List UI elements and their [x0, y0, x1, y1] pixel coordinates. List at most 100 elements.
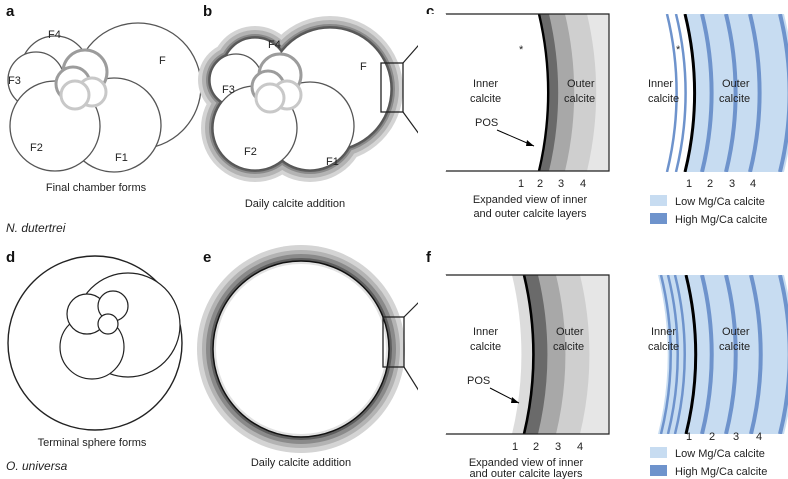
- tick-labels: 1 2 3 4: [686, 431, 762, 443]
- panel-b-letter: b: [203, 3, 212, 20]
- outer-calcite-label-2: calcite: [719, 93, 750, 105]
- legend-swatch-high: [650, 465, 667, 476]
- svg-text:1: 1: [512, 441, 518, 453]
- zoom-box: [382, 316, 405, 368]
- outer-calcite-label-2: calcite: [553, 341, 584, 353]
- panel-a-test-shell: [7, 22, 202, 173]
- inner-region: [418, 14, 549, 171]
- tick-labels: 1 2 3 4: [686, 178, 756, 190]
- svg-text:3: 3: [558, 178, 564, 190]
- panel-c-caption-2: and outer calcite layers: [473, 208, 587, 220]
- pos-line: [684, 275, 698, 434]
- zoom-box: [380, 62, 404, 113]
- label-f2: F2: [30, 142, 43, 154]
- tick-labels: 1 2 3 4: [518, 178, 586, 190]
- label-f3: F3: [222, 84, 235, 96]
- panel-d-caption: Terminal sphere forms: [38, 437, 147, 449]
- inner-calcite-label-2: calcite: [648, 93, 679, 105]
- species-label-top: N. dutertrei: [6, 221, 66, 235]
- panel-c-right: * Inner calcite Outer calcite 1 2 3 4 Lo…: [648, 14, 788, 226]
- label-f4: F4: [268, 39, 281, 51]
- low-mgca-region: [658, 275, 788, 434]
- outer-calcite-label-2: calcite: [564, 93, 595, 105]
- outer-calcite-label-1: Outer: [722, 326, 750, 338]
- outer-calcite-label-1: Outer: [567, 78, 595, 90]
- panel-e: e Daily calcite addition: [197, 245, 405, 469]
- chamber-inner-4: [59, 79, 91, 111]
- species-label-bottom: O. universa: [6, 459, 68, 473]
- pos-label: POS: [475, 117, 498, 129]
- legend-low-label: Low Mg/Ca calcite: [675, 196, 765, 208]
- panel-e-caption: Daily calcite addition: [251, 457, 351, 469]
- panel-d: d Terminal sphere forms: [6, 249, 183, 449]
- svg-text:1: 1: [686, 178, 692, 190]
- outer-calcite-label-1: Outer: [556, 326, 584, 338]
- inner-region: [418, 275, 522, 434]
- panel-b-caption: Daily calcite addition: [245, 198, 345, 210]
- inner-calcite-label-1: Inner: [651, 326, 676, 338]
- panel-f: f Inner calcite Outer calcite POS 1 2 3 …: [403, 249, 610, 479]
- svg-text:2: 2: [707, 178, 713, 190]
- svg-text:2: 2: [533, 441, 539, 453]
- svg-text:2: 2: [709, 431, 715, 443]
- label-f: F: [159, 55, 166, 67]
- zoom-frame: [446, 274, 610, 435]
- legend-high-label: High Mg/Ca calcite: [675, 466, 767, 478]
- layer-1: [524, 275, 548, 434]
- inner-calcite-label-1: Inner: [648, 78, 673, 90]
- svg-text:1: 1: [686, 431, 692, 443]
- svg-text:3: 3: [729, 178, 735, 190]
- label-f3: F3: [8, 75, 21, 87]
- sphere-interior: [216, 264, 386, 434]
- svg-text:4: 4: [750, 178, 756, 190]
- inner-light-layer: [512, 275, 534, 434]
- panel-f-right: Inner calcite Outer calcite 1 2 3 4 Low …: [648, 275, 788, 478]
- chamber-5: [97, 313, 119, 335]
- inner-calcite-label-2: calcite: [470, 341, 501, 353]
- legend-swatch-low: [650, 195, 667, 206]
- svg-text:3: 3: [733, 431, 739, 443]
- label-f1: F1: [115, 152, 128, 164]
- panel-f-letter: f: [426, 249, 432, 266]
- panel-c-letter: c: [426, 3, 434, 20]
- panel-c-caption-1: Expanded view of inner: [473, 194, 588, 206]
- svg-text:4: 4: [580, 178, 586, 190]
- panel-a-caption: Final chamber forms: [46, 182, 147, 194]
- svg-text:4: 4: [577, 441, 583, 453]
- pos-line: [522, 275, 535, 434]
- inner-calcite-label-1: Inner: [473, 326, 498, 338]
- svg-text:1: 1: [518, 178, 524, 190]
- legend-swatch-high: [650, 213, 667, 224]
- label-f1: F1: [326, 156, 339, 168]
- pos-label: POS: [467, 375, 490, 387]
- svg-text:4: 4: [756, 431, 762, 443]
- label-f: F: [360, 61, 367, 73]
- outer-calcite-label-2: calcite: [719, 341, 750, 353]
- panel-f-caption-1: Expanded view of inner: [469, 457, 584, 469]
- panel-e-letter: e: [203, 249, 211, 266]
- star-marker: *: [519, 44, 524, 56]
- zoom-frame: [446, 13, 610, 172]
- pos-line: [537, 14, 550, 171]
- panel-a: a F4 F3 F F2 F1 Final chamber forms: [6, 3, 202, 194]
- panel-a-letter: a: [6, 3, 15, 20]
- star-marker: *: [676, 44, 681, 56]
- legend-high-label: High Mg/Ca calcite: [675, 214, 767, 226]
- inner-calcite-label-2: calcite: [648, 341, 679, 353]
- pos-line: [683, 14, 697, 172]
- inner-calcite-label-1: Inner: [473, 78, 498, 90]
- outer-calcite-label-1: Outer: [722, 78, 750, 90]
- inner-calcite-label-2: calcite: [470, 93, 501, 105]
- panel-c: c * Inner calcite Outer calcite POS 1 2 …: [402, 3, 610, 220]
- legend-low-label: Low Mg/Ca calcite: [675, 448, 765, 460]
- svg-text:3: 3: [555, 441, 561, 453]
- label-f2: F2: [244, 146, 257, 158]
- panel-f-caption-2: and outer calcite layers: [469, 468, 583, 479]
- svg-text:2: 2: [537, 178, 543, 190]
- legend-swatch-low: [650, 447, 667, 458]
- panel-b-test-shell: [209, 27, 392, 171]
- tick-labels: 1 2 3 4: [512, 441, 583, 453]
- panel-d-letter: d: [6, 249, 15, 266]
- panel-b: b F4 F3 F F2: [198, 3, 404, 210]
